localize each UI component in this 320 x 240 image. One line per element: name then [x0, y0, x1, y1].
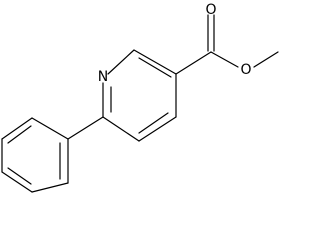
- bond-c4-c5: [138, 116, 177, 142]
- bond-pyridine-phenyl: [67, 116, 104, 140]
- ester-group: [175, 14, 279, 75]
- bond-c5-c6: [102, 116, 140, 142]
- bond-o-methyl: [253, 51, 279, 68]
- atom-ester-oxygen: O: [240, 62, 251, 78]
- bond-ph-3-4: [1, 171, 33, 193]
- phenyl-ring: [1, 117, 69, 193]
- atom-nitrogen: N: [98, 69, 108, 85]
- bond-ph-inner-c: [7, 125, 32, 144]
- bond-ph-2-3: [31, 182, 69, 193]
- bond-c3-carbonyl: [175, 51, 212, 75]
- bond-ph-5-6: [1, 117, 33, 140]
- bond-carbonyl-o-single: [210, 51, 239, 68]
- chemical-structure: N O O: [1, 2, 279, 193]
- bond-ph-inner-b: [7, 167, 32, 185]
- bond-c2-c3-inner: [138, 57, 172, 78]
- atom-carbonyl-oxygen: O: [205, 2, 216, 18]
- bond-n-c2: [107, 49, 135, 75]
- bond-c2-c3: [133, 49, 177, 75]
- bond-ph-6-1: [31, 117, 69, 140]
- pyridine-ring: [102, 49, 177, 142]
- bond-c4-c5-inner: [138, 112, 169, 134]
